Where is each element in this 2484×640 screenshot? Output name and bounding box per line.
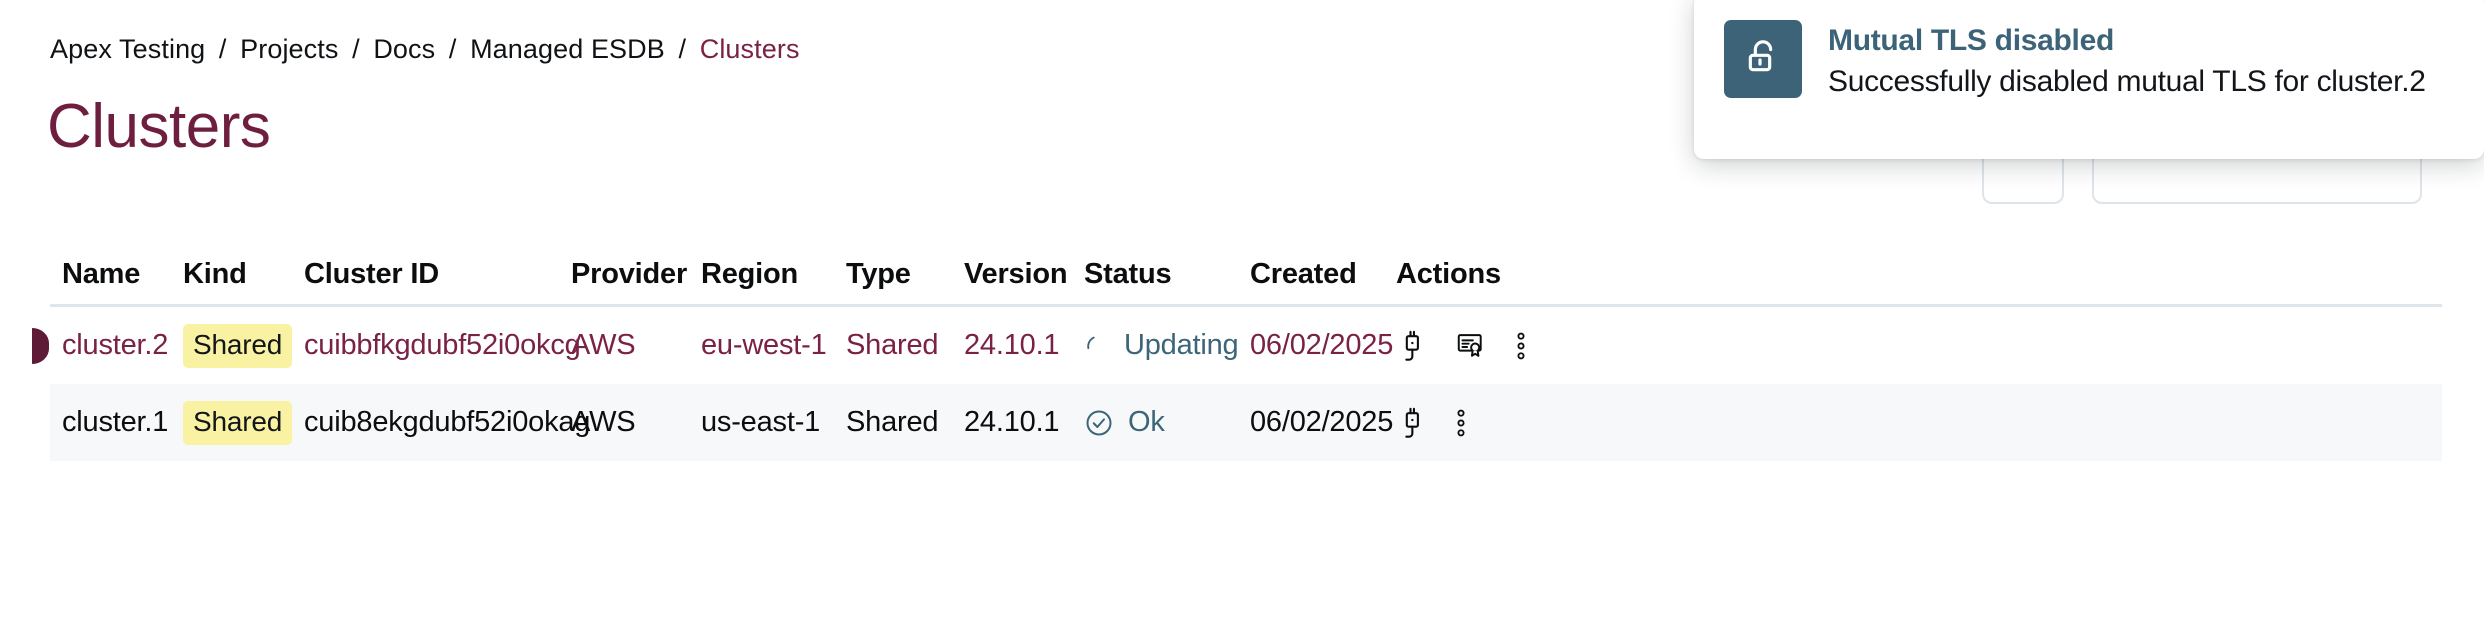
cell-created: 06/02/2025 [1250,406,1394,438]
connect-plug-icon[interactable] [1396,407,1426,439]
cell-name[interactable]: cluster.1 [62,406,169,438]
cell-cluster-id[interactable]: cuibbfkgdubf52i0okcg [304,329,581,361]
column-header-cluster-id: Cluster ID [304,258,439,290]
table-header-row: Name Kind Cluster ID Provider Region Typ… [50,245,2442,307]
column-header-provider: Provider [571,258,688,290]
column-header-actions: Actions [1396,258,1501,290]
toast-icon-container [1724,20,1802,98]
cell-name[interactable]: cluster.2 [62,329,169,361]
status-label: Ok [1128,406,1165,438]
cell-type: Shared [846,329,939,361]
cell-version: 24.10.1 [964,406,1060,438]
column-header-type: Type [846,258,911,290]
spinner-icon [1087,336,1095,349]
cell-cluster-id[interactable]: cuib8ekgdubf52i0okag [304,406,591,438]
cell-kind: Shared [183,400,304,445]
breadcrumb-item-clusters[interactable]: Clusters [699,34,800,64]
certificate-icon[interactable] [1456,330,1486,362]
status-label: Updating [1124,329,1239,361]
cell-region: eu-west-1 [701,329,827,361]
breadcrumb-separator: / [352,34,360,64]
toast-title: Mutual TLS disabled [1828,24,2114,57]
cell-status: Updating [1084,329,1250,362]
toast-message: Successfully disabled mutual TLS for clu… [1828,64,2426,98]
breadcrumb-item-docs[interactable]: Docs [373,34,436,64]
column-header-region: Region [701,258,799,290]
page-title: Clusters [47,92,271,161]
breadcrumb-item-apex-testing[interactable]: Apex Testing [50,34,206,64]
check-circle-icon [1086,410,1112,435]
column-header-version: Version [964,258,1068,290]
breadcrumb: Apex Testing / Projects / Docs / Managed… [50,34,800,65]
cell-version: 24.10.1 [964,329,1060,361]
table-row[interactable]: cluster.1 Shared cuib8ekgdubf52i0okag AW… [50,384,2442,461]
cell-provider: AWS [571,329,636,361]
connect-plug-icon[interactable] [1396,330,1426,362]
kind-badge: Shared [183,400,293,445]
column-header-kind: Kind [183,258,247,290]
breadcrumb-separator: / [678,34,687,64]
column-header-status: Status [1084,258,1172,290]
cell-status: Ok [1084,406,1250,439]
cell-provider: AWS [571,406,636,438]
more-options-icon[interactable] [1516,330,1526,362]
cell-actions [1396,330,1525,362]
cell-kind: Shared [183,323,304,368]
more-options-icon[interactable] [1456,407,1466,439]
unlock-icon [1748,40,1773,72]
toast-notification[interactable]: Mutual TLS disabled Successfully disable… [1694,0,2484,159]
column-header-name: Name [62,258,141,290]
cell-region: us-east-1 [701,406,821,438]
clusters-table: Name Kind Cluster ID Provider Region Typ… [32,245,2442,461]
breadcrumb-separator: / [448,34,457,64]
cell-created: 06/02/2025 [1250,329,1394,361]
breadcrumb-separator: / [218,34,227,64]
breadcrumb-item-projects[interactable]: Projects [240,34,339,64]
cell-type: Shared [846,406,939,438]
column-header-created: Created [1250,258,1357,290]
table-row[interactable]: cluster.2 Shared cuibbfkgdubf52i0okcg AW… [32,307,2442,384]
kind-badge: Shared [183,323,293,368]
breadcrumb-item-managed-esdb[interactable]: Managed ESDB [470,34,665,64]
toast-body: Mutual TLS disabled Successfully disable… [1828,20,2426,129]
row-selected-marker [32,327,49,364]
cell-actions [1396,407,1516,439]
